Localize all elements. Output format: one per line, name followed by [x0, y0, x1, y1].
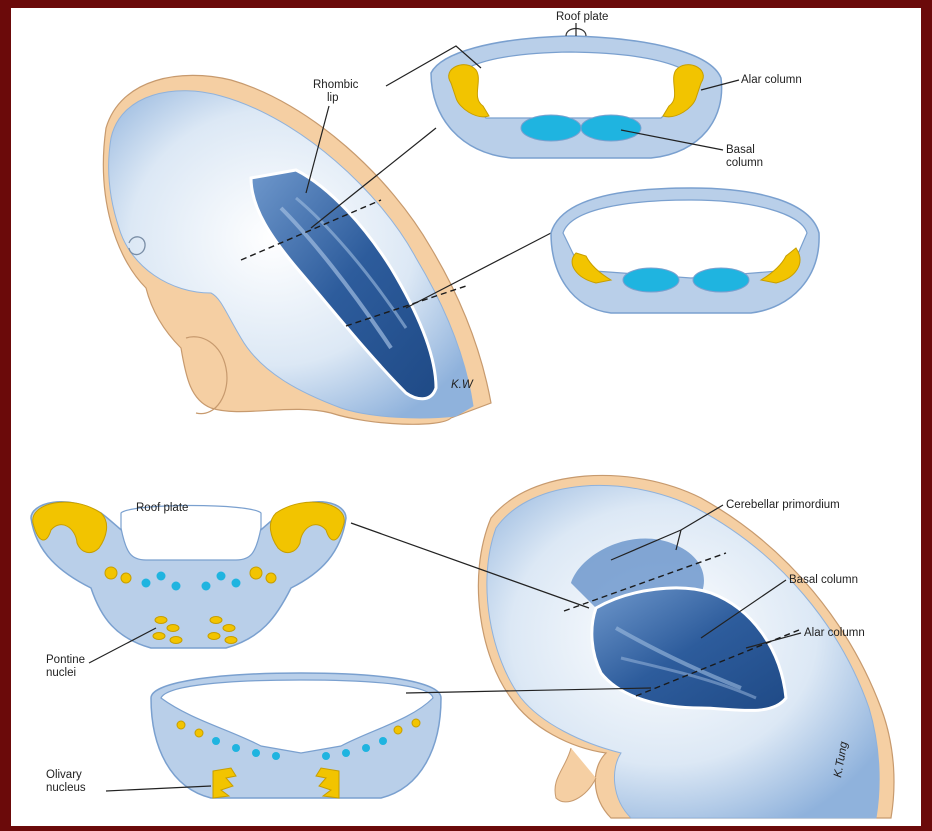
top-signature: K.W	[451, 379, 474, 391]
label-alar-column-bottom: Alar column	[804, 627, 865, 639]
top-cross-section-lower	[551, 188, 819, 313]
label-roof-plate-top: Roof plate	[556, 11, 608, 23]
basal-column-right-2	[693, 268, 749, 292]
label-cerebellar-primordium: Cerebellar primordium	[726, 499, 840, 511]
label-roof-plate-bottom: Roof plate	[136, 502, 188, 514]
label-alar-column-top: Alar column	[741, 74, 802, 86]
pons-cross-section	[31, 502, 346, 648]
bottom-embryo: K.Tung	[351, 475, 894, 818]
medulla-cross-section	[151, 673, 441, 798]
top-cross-section-upper	[431, 29, 722, 159]
basal-column-left	[521, 115, 581, 141]
label-basal-column-bottom: Basal column	[789, 574, 858, 586]
basal-column-right	[581, 115, 641, 141]
basal-column-left-2	[623, 268, 679, 292]
